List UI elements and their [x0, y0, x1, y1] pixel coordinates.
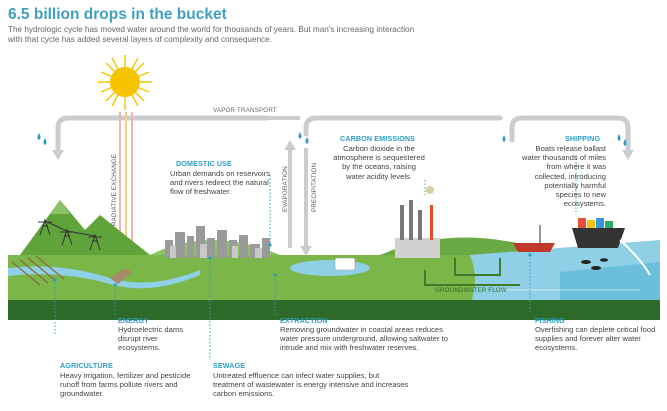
energy-text: Hydroelectric dams disrupt river ecosyst… — [118, 325, 183, 353]
domestic-use-title: DOMESTIC USE — [176, 159, 232, 168]
dam-icon — [110, 268, 132, 284]
callout-leaders — [54, 155, 577, 360]
ballast-water-stream — [619, 239, 651, 276]
mountains — [20, 200, 150, 255]
sewage-title: SEWAGE — [213, 361, 246, 370]
extraction-title: EXTRACTION — [280, 316, 328, 325]
sun-icon — [98, 55, 152, 110]
vapor-arrowhead-right — [622, 150, 634, 160]
shipping-text: Boats release ballast water thousands of… — [522, 144, 606, 209]
carbon-emissions-title: CARBON EMISSIONS — [340, 134, 416, 143]
extraction-pipes — [424, 258, 520, 286]
vapor-transport-arrow — [55, 115, 631, 153]
domestic-use-text: Urban demands on reservoirs and rivers r… — [170, 169, 271, 197]
water-tank — [334, 257, 356, 271]
fish-icon — [581, 258, 608, 270]
fishing-boat-icon — [513, 225, 555, 252]
radiative-exchange-label: RADIATIVE EXCHANGE — [111, 153, 118, 226]
page-subtitle: The hydrologic cycle has moved water aro… — [8, 25, 415, 44]
evaporation-arrow — [284, 140, 296, 248]
precipitation-arrow — [300, 148, 312, 256]
energy-title: ENERGY — [118, 316, 149, 325]
factory-icon — [395, 186, 440, 258]
cargo-ship-icon — [572, 218, 625, 248]
groundwater-flow-label: GROUNDWATER FLOW — [435, 287, 507, 294]
extraction-text: Removing groundwater in coastal areas re… — [280, 325, 448, 353]
power-pylons — [38, 218, 102, 251]
vapor-transport-label: VAPOR TRANSPORT — [213, 107, 277, 114]
sewage-text: Untreated effluence can infect water sup… — [213, 371, 409, 399]
raindrop-icon — [37, 132, 627, 146]
carbon-emissions-text: Carbon dioxide in the atmosphere is sequ… — [333, 144, 425, 181]
fishing-title: FISHING — [535, 316, 565, 325]
vapor-arrowhead-left — [52, 150, 64, 160]
page-title: 6.5 billion drops in the bucket — [8, 6, 227, 23]
lake — [290, 260, 370, 276]
agriculture-text: Heavy irrigation, fertilizer and pestici… — [60, 371, 191, 399]
shipping-title: SHIPPING — [565, 134, 601, 143]
farm-field — [11, 255, 65, 286]
city-skyline — [165, 226, 270, 258]
precipitation-label: PRECIPITATION — [311, 162, 318, 212]
evaporation-label: EVAPORATION — [282, 166, 289, 212]
underground-layer — [8, 300, 660, 320]
fishing-text: Overfishing can deplete critical food su… — [535, 325, 656, 353]
agriculture-title: AGRICULTURE — [60, 361, 113, 370]
